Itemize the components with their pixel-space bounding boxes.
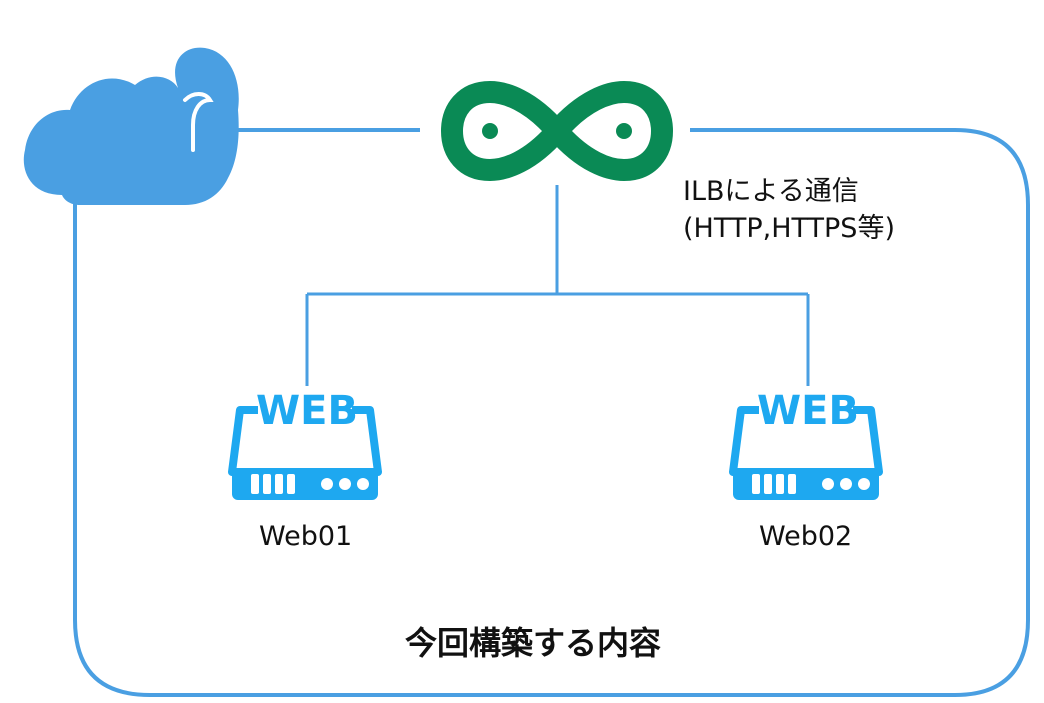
server-name-web02: Web02 [759,521,853,552]
scope-frame [73,128,1030,697]
web-server-icon: WEB [729,388,883,500]
cloud-icon [23,47,239,205]
ilb-label-line1: ILBによる通信 [683,176,859,207]
ilb-label-line2: (HTTP,HTTPS等) [683,213,895,244]
server-badge-text: WEB [256,388,358,434]
connector-lines [305,185,810,386]
server-badge-text: WEB [757,388,859,434]
infinity-icon [441,81,673,181]
server-name-web01: Web01 [259,521,353,552]
scope-label: 今回構築する内容 [405,624,662,662]
web-server-icon: WEB [228,388,382,500]
